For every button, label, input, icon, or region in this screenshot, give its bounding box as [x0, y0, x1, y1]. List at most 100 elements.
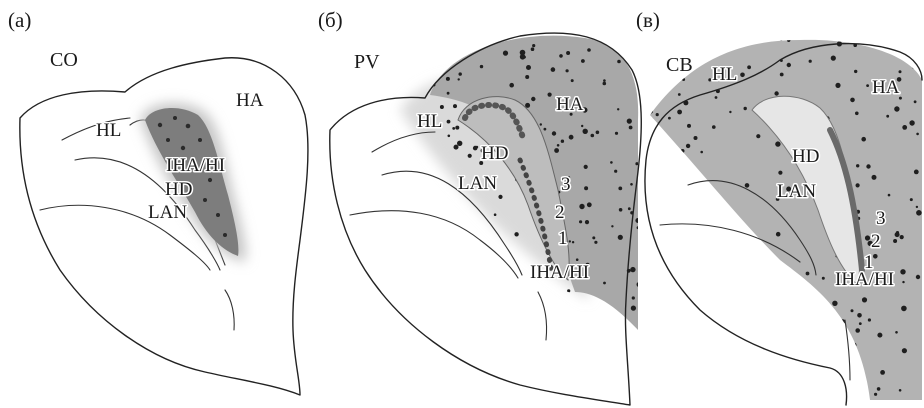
stained-cell	[661, 282, 664, 285]
stained-cell	[658, 271, 661, 274]
stained-cell	[861, 137, 866, 142]
stained-cell	[787, 63, 791, 67]
stained-cell	[614, 170, 617, 173]
stained-cell	[531, 97, 535, 101]
panel-a: (a) CO HL HA IHA/HI HD LAN	[8, 8, 308, 395]
stained-cell	[459, 72, 462, 75]
stained-cell	[697, 61, 700, 64]
stained-cell	[639, 33, 641, 35]
stained-cell	[718, 264, 721, 267]
panel-b-letter: (б)	[318, 8, 343, 32]
panel-b-label-hd: HD	[481, 143, 508, 164]
stained-cell	[860, 375, 863, 378]
stained-cell	[745, 183, 750, 188]
stained-cell	[877, 333, 882, 338]
stained-cell	[593, 302, 597, 306]
stained-cell	[674, 252, 677, 255]
stained-cell	[579, 204, 584, 209]
stained-cell	[566, 51, 570, 55]
stained-cell	[856, 164, 859, 167]
stained-cell	[438, 309, 444, 315]
stained-cell	[540, 123, 542, 125]
stained-cell	[498, 37, 501, 40]
stained-cell	[778, 337, 782, 341]
stained-cell	[581, 59, 585, 63]
stained-cell	[712, 125, 716, 129]
stained-cell	[521, 292, 526, 297]
stained-cell	[855, 328, 860, 333]
stained-cell	[719, 359, 724, 364]
stained-cell	[592, 236, 595, 239]
panel-b-label-hl: HL	[417, 111, 442, 132]
panel-a-label-iha-hi: IHA/HI	[166, 155, 225, 176]
stained-cell	[656, 113, 659, 116]
stained-cell	[500, 321, 505, 326]
stained-cell	[774, 91, 778, 95]
stained-cell	[716, 253, 722, 259]
stained-cell	[579, 220, 582, 223]
stained-cell	[596, 131, 600, 135]
stained-cell	[786, 330, 790, 334]
stained-cell	[675, 374, 680, 379]
stained-cell	[524, 318, 529, 323]
stained-cell	[476, 146, 479, 149]
stained-cell	[787, 39, 790, 42]
stained-cell	[753, 328, 756, 331]
stained-cell	[478, 252, 481, 255]
stained-cell	[568, 316, 573, 321]
stained-cell	[488, 28, 492, 32]
stained-cell	[868, 318, 871, 321]
stained-cell	[778, 299, 783, 304]
stained-cell	[554, 148, 559, 153]
stained-cell	[689, 168, 692, 171]
stained-cell	[835, 83, 840, 88]
stained-cell	[886, 115, 889, 118]
panel-a-label-hd: HD	[165, 179, 192, 200]
stained-cell	[778, 171, 782, 175]
stained-cell	[650, 188, 654, 192]
stained-cell	[686, 312, 690, 316]
stained-cell	[797, 363, 801, 367]
stained-cell	[525, 75, 529, 79]
stained-cell	[715, 383, 718, 386]
stained-cell	[461, 304, 465, 308]
stained-cell	[610, 161, 613, 164]
stained-cell	[893, 239, 897, 243]
stained-cell	[615, 132, 618, 135]
stained-cell	[888, 194, 891, 197]
stained-cell	[778, 303, 781, 306]
stained-cell	[452, 127, 455, 130]
stained-cell	[464, 267, 468, 271]
stained-cell	[780, 38, 783, 41]
stained-cell	[454, 246, 459, 251]
stained-cell	[630, 267, 635, 272]
stained-cell	[900, 269, 905, 274]
panel-b-layer-1: 1	[558, 228, 568, 249]
stained-cell	[841, 397, 843, 399]
stained-cell	[744, 277, 748, 281]
stained-cell	[699, 296, 704, 301]
stained-cell	[632, 296, 635, 299]
panel-c-layer-3: 3	[876, 208, 886, 229]
stained-cell	[512, 281, 515, 284]
stained-cell	[571, 79, 574, 82]
stained-cell	[833, 378, 836, 381]
panel-b-layer-2: 2	[555, 202, 565, 223]
stained-cell	[675, 305, 678, 308]
stained-cell	[719, 333, 724, 338]
stained-cell	[863, 401, 866, 404]
stained-cell	[458, 78, 460, 80]
stained-cell	[831, 56, 836, 61]
stained-cell	[559, 54, 563, 58]
stained-cell	[583, 129, 588, 134]
stained-cell	[822, 277, 825, 280]
stained-cell	[432, 264, 436, 268]
stained-cell	[677, 40, 680, 43]
stained-cell	[901, 46, 906, 51]
panel-b-label-lan: LAN	[458, 173, 497, 194]
stained-cell	[775, 141, 780, 146]
stained-cell	[585, 220, 589, 224]
stained-cell	[603, 82, 607, 86]
panel-b-title: PV	[354, 51, 380, 73]
stained-cell	[509, 83, 514, 88]
